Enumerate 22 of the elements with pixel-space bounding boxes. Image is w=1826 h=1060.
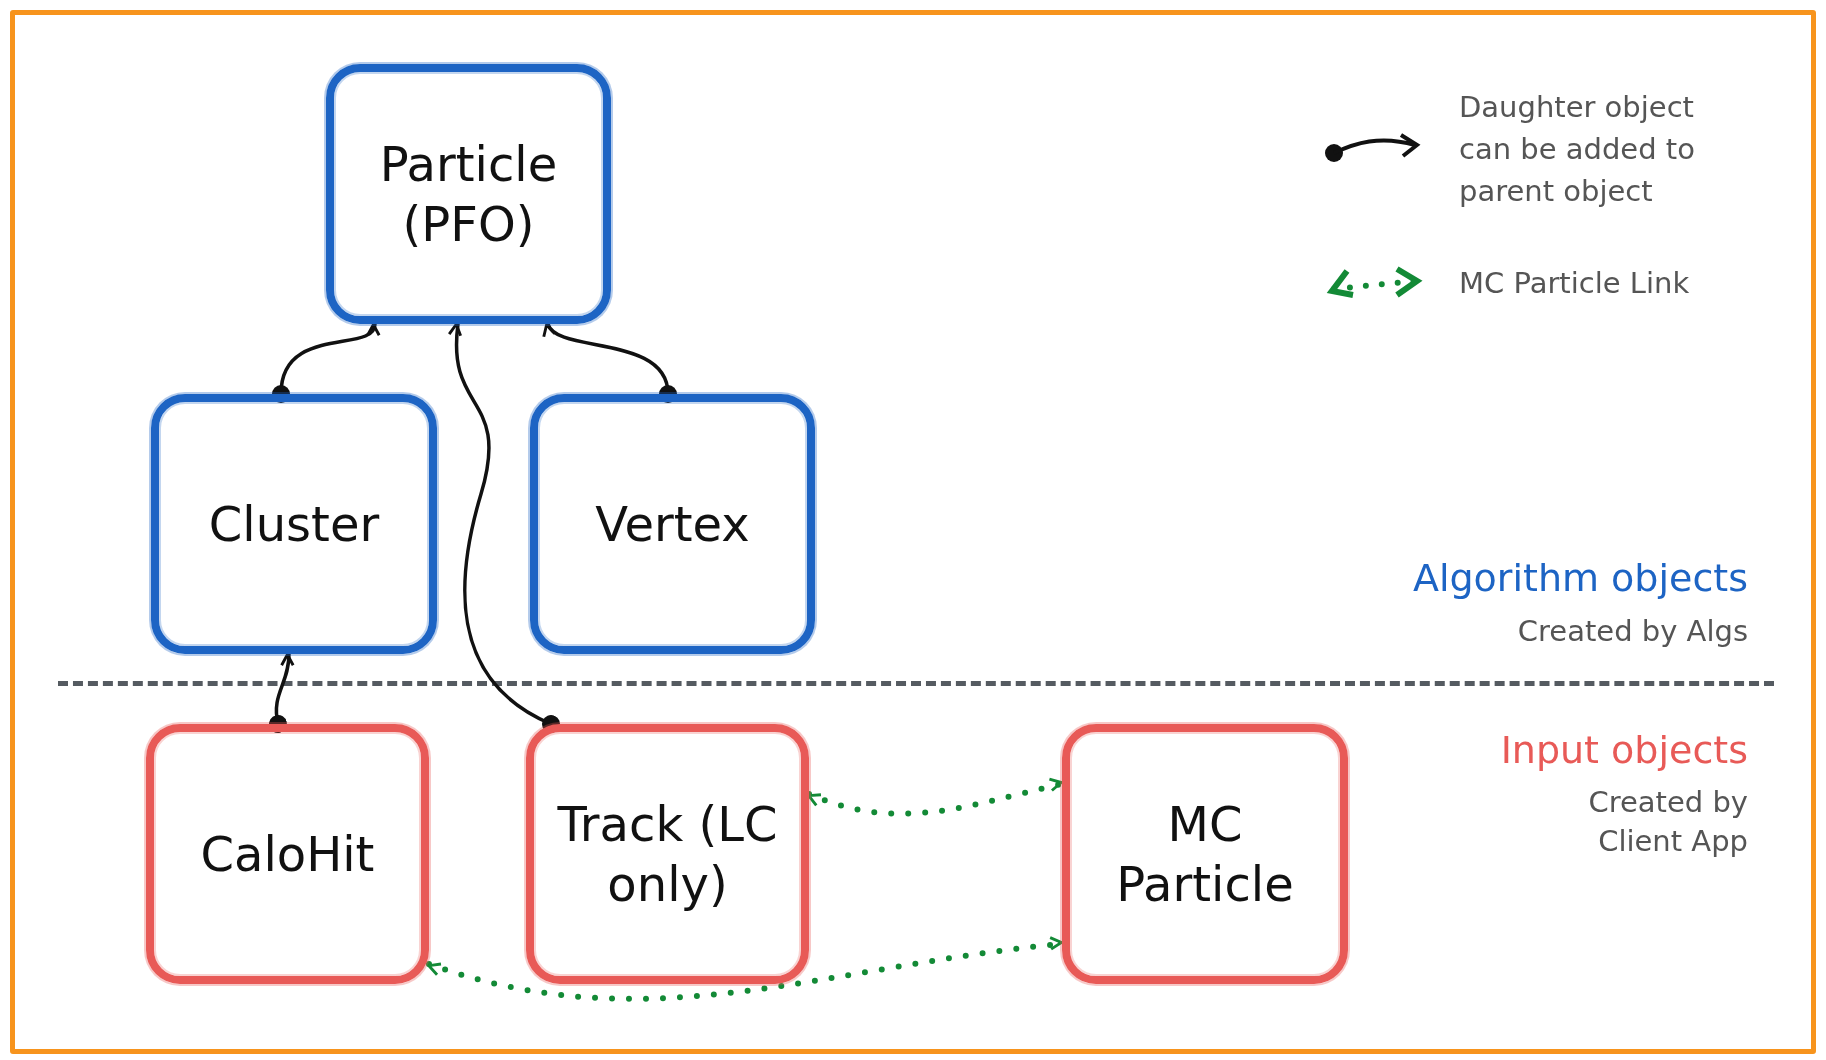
object-box bbox=[146, 724, 429, 984]
section-note: Created by Algs bbox=[1516, 613, 1748, 650]
object-box bbox=[326, 64, 611, 324]
node-label: CaloHit bbox=[200, 825, 375, 884]
node-label: MC Particle bbox=[1115, 795, 1295, 914]
node-label: Particle (PFO) bbox=[378, 135, 559, 254]
object-box bbox=[530, 394, 815, 654]
arrow bbox=[269, 652, 294, 733]
section-note: Created by Client App bbox=[1587, 784, 1748, 861]
legend-text: Daughter object can be added to parent object bbox=[1459, 89, 1696, 211]
dotted-arrow bbox=[806, 778, 1065, 817]
node-label: Cluster bbox=[208, 495, 380, 554]
section-heading: Input objects bbox=[1499, 727, 1748, 774]
node-label: Vertex bbox=[595, 495, 750, 554]
object-box bbox=[526, 724, 809, 984]
section-heading: Algorithm objects bbox=[1411, 555, 1748, 602]
object-box bbox=[1062, 724, 1348, 984]
object-box bbox=[151, 394, 437, 654]
dotted-arrow bbox=[426, 936, 1065, 1002]
legend-text: MC Particle Link bbox=[1459, 265, 1691, 302]
arrow bbox=[545, 322, 677, 403]
node-label: Track (LC only) bbox=[556, 795, 779, 914]
